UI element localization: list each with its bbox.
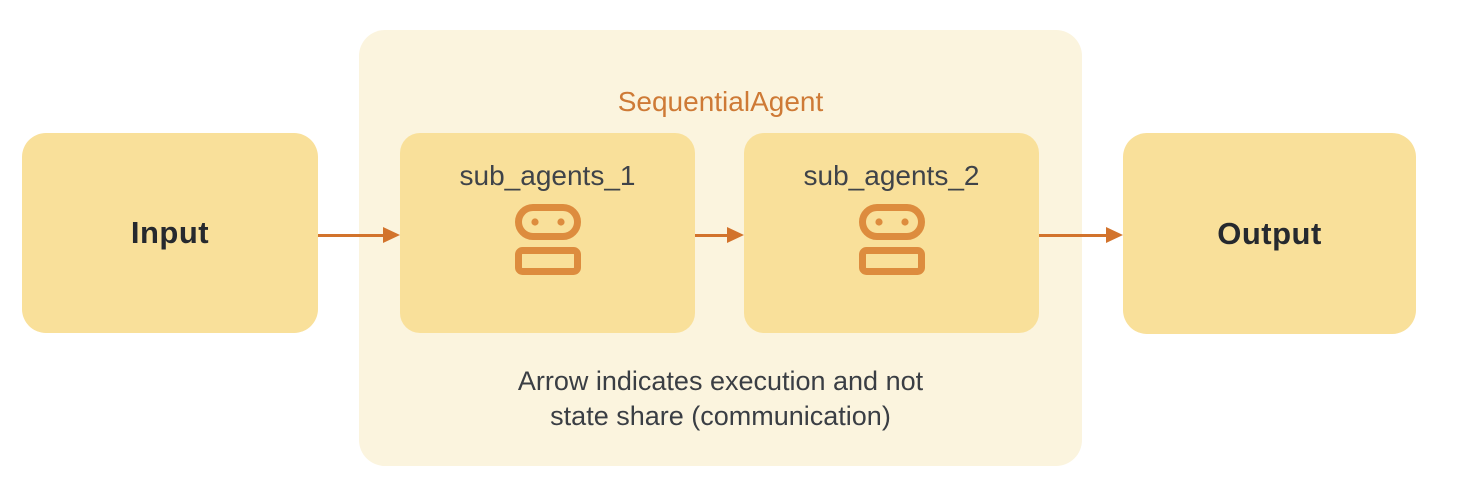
execution-note-line1: Arrow indicates execution and not [517, 366, 924, 396]
sub-agent-2-label: sub_agents_2 [803, 160, 980, 191]
sub-agent-2-node: sub_agents_2 [744, 133, 1039, 333]
input-label: Input [130, 215, 210, 250]
arrow-sub2-to-output [1039, 227, 1123, 243]
sequential-agent-container: SequentialAgent sub_agents_1 sub_agents_… [359, 30, 1082, 466]
arrow-input-to-sub1 [318, 227, 400, 243]
sub-agent-1-node: sub_agents_1 [400, 133, 695, 333]
arrow-sub1-to-sub2 [695, 227, 744, 243]
input-node: Input [22, 133, 318, 333]
sub-agent-1-label: sub_agents_1 [459, 160, 636, 191]
output-label: Output [1217, 215, 1322, 251]
sequential-agent-title: SequentialAgent [617, 86, 824, 117]
robot-icon [858, 204, 925, 275]
robot-icon [514, 204, 581, 275]
execution-note: Arrow indicates execution and not state … [359, 364, 1082, 434]
output-node: Output [1123, 133, 1416, 334]
execution-note-line2: state share (communication) [550, 401, 891, 431]
